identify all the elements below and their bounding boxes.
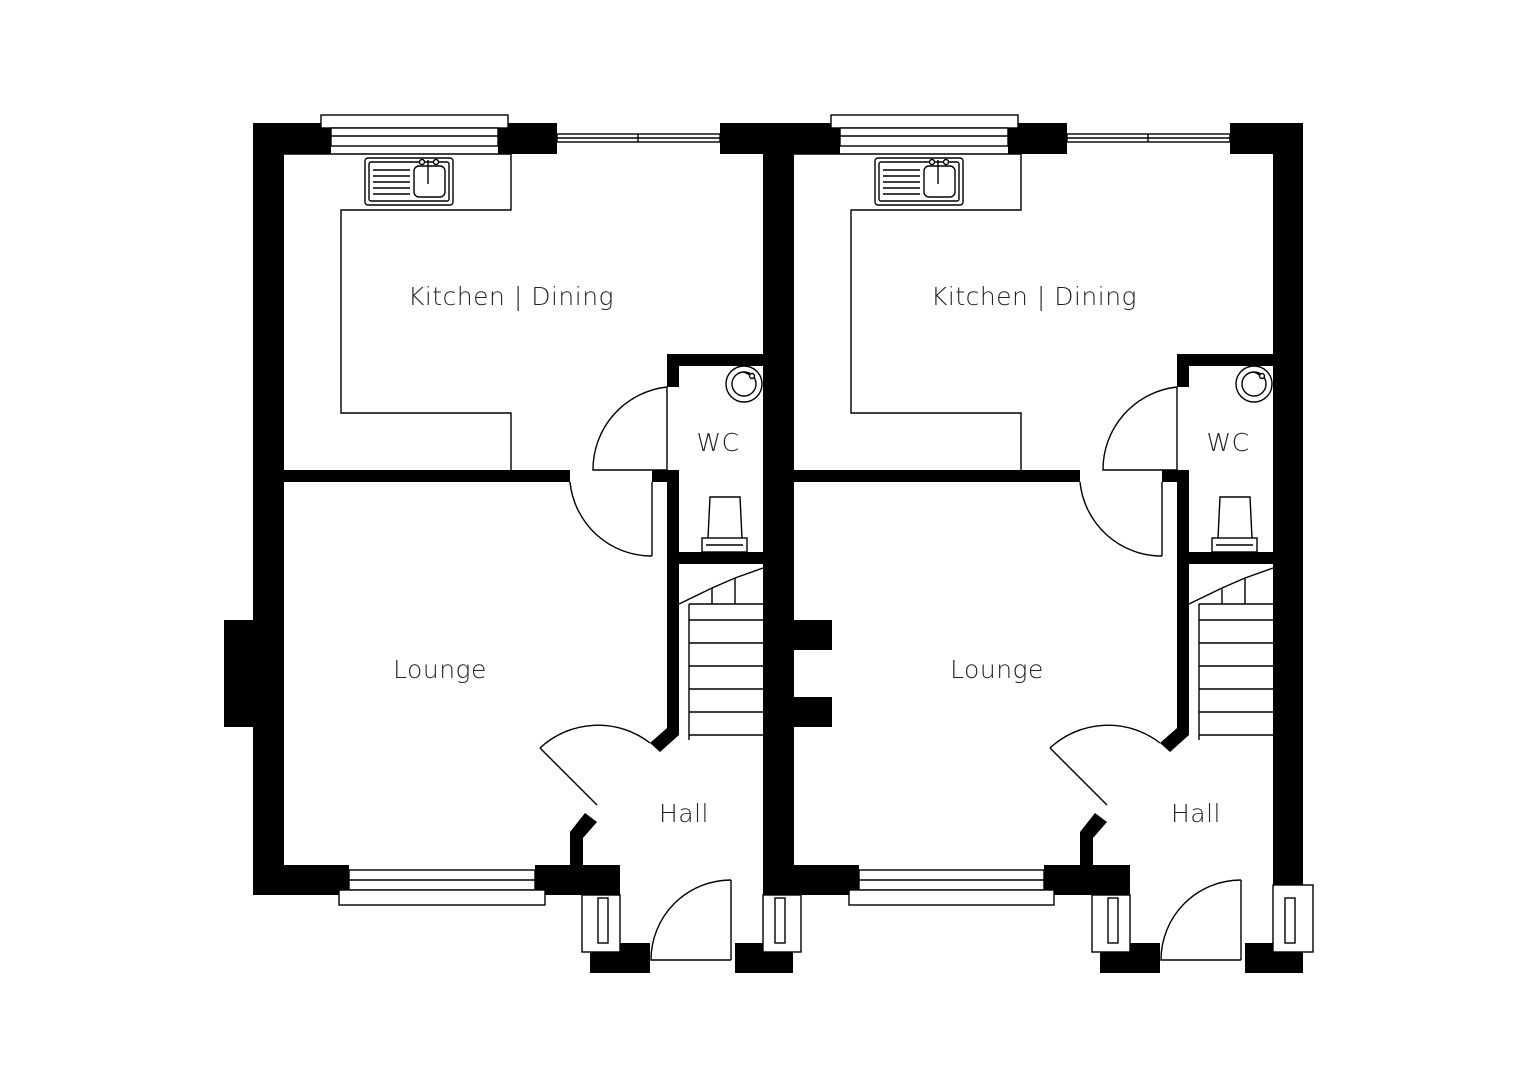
window-kitchen [320, 114, 509, 147]
wall-wc-left-upper [1177, 354, 1189, 387]
wall-hall-angle [570, 813, 597, 865]
kitchen-label: Kitchen | Dining [931, 282, 1137, 311]
sink-icon [874, 157, 964, 206]
party-wall [763, 123, 794, 895]
wall-kitchen-lounge [284, 470, 570, 482]
wall-top-left [763, 123, 840, 154]
window-kitchen [830, 114, 1019, 147]
window-lounge [848, 869, 1055, 906]
wall-stair-corner [650, 725, 679, 752]
wall-kitchen-lounge [794, 470, 1080, 482]
wc-label: WC [1206, 428, 1249, 457]
wall-top-left [253, 123, 331, 154]
wc-label: WC [696, 428, 739, 457]
basin-icon [725, 365, 763, 403]
window-lounge [338, 869, 546, 906]
wall-wc-top [667, 354, 763, 366]
chimney-breast-lower [794, 697, 832, 727]
patio-door [556, 133, 721, 143]
staircase [678, 567, 764, 740]
wall-stair-corner [1160, 725, 1189, 752]
door-lounge-hall [539, 724, 651, 806]
door-front [650, 879, 732, 961]
wall-wc-left-upper [667, 354, 679, 387]
door-lounge-kitchen [569, 481, 653, 557]
wall-bottom-mid [535, 865, 620, 895]
basin-icon [1235, 365, 1273, 403]
porch-side-right [1272, 884, 1314, 953]
kitchen-label: Kitchen | Dining [408, 282, 614, 311]
wall-hall-angle [1080, 813, 1107, 865]
hall-label: Hall [1171, 799, 1221, 828]
kitchen-worktop [794, 153, 1022, 470]
porch-side-right [762, 894, 802, 953]
kitchen-worktop [284, 153, 512, 470]
lounge-label: Lounge [393, 655, 487, 684]
wall-wc-bottom [667, 552, 763, 564]
wall-bottom-left [253, 865, 349, 895]
patio-door [1066, 133, 1231, 143]
wall-stair-left [1177, 564, 1189, 730]
door-front [1160, 879, 1242, 961]
porch-side-left [581, 894, 621, 953]
wall-left [253, 123, 284, 895]
wall-wc-bottom [1177, 552, 1273, 564]
wall-wc-left-long [1177, 470, 1189, 552]
hall-label: Hall [659, 799, 709, 828]
door-lounge-hall [1049, 724, 1161, 806]
chimney-breast-upper [794, 620, 832, 650]
toilet-icon [1211, 496, 1258, 553]
door-lounge-kitchen [1079, 481, 1163, 557]
unit-right: Kitchen | Dining WC Lounge Hall [763, 114, 1314, 973]
porch-side-left [1091, 894, 1131, 953]
door-wc [592, 386, 668, 471]
door-wc [1102, 386, 1178, 471]
unit-left: Kitchen | Dining WC Lounge Hall [224, 114, 840, 973]
lounge-label: Lounge [950, 655, 1044, 684]
wall-bottom-left [763, 865, 859, 895]
wall-wc-top [1177, 354, 1273, 366]
wall-stair-left [667, 564, 679, 730]
wall-right [1273, 123, 1303, 895]
wall-wc-left-long [667, 470, 679, 552]
staircase [1188, 567, 1274, 740]
sink-icon [364, 157, 454, 206]
wall-bottom-mid [1044, 865, 1130, 895]
toilet-icon [701, 496, 748, 553]
chimney-breast [224, 620, 256, 727]
